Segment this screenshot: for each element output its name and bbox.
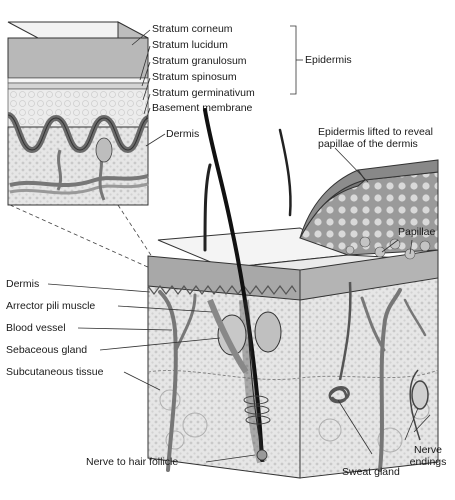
- label-dermis-inset: Dermis: [166, 128, 200, 140]
- label-stratum-lucidum: Stratum lucidum: [152, 39, 228, 51]
- nerve-endings: [409, 369, 429, 441]
- inset-leaders: [131, 25, 303, 147]
- label-stratum-germinativum: Stratum germinativum: [152, 87, 255, 99]
- label-nerve-endings: Nerve endings: [409, 444, 447, 468]
- label-basement-membrane: Basement membrane: [152, 102, 253, 114]
- label-stratum-spinosum: Stratum spinosum: [152, 71, 237, 83]
- label-blood-vessel: Blood vessel: [6, 322, 66, 334]
- label-stratum-corneum: Stratum corneum: [152, 23, 233, 35]
- label-sweat-gland: Sweat gland: [342, 466, 400, 478]
- hairs: [203, 108, 292, 462]
- label-stratum-granulosum: Stratum granulosum: [152, 55, 247, 67]
- inset-block: [6, 21, 163, 273]
- label-papillae: Papillae: [398, 226, 436, 238]
- hair-follicle: [207, 298, 282, 464]
- label-epidermis-lifted: Epidermis lifted to reveal papillae of t…: [318, 126, 433, 150]
- label-nerve-to-hair-follicle: Nerve to hair follicle: [86, 456, 179, 468]
- label-arrector-pili-muscle: Arrector pili muscle: [6, 300, 96, 312]
- main-block: [147, 227, 439, 479]
- label-epidermis: Epidermis: [305, 54, 352, 66]
- label-dermis: Dermis: [6, 278, 40, 290]
- label-subcutaneous-tissue: Subcutaneous tissue: [6, 366, 104, 378]
- lifted-epidermis-flap: [299, 159, 439, 260]
- label-sebaceous-gland: Sebaceous gland: [6, 344, 88, 356]
- main-leaders: [47, 147, 431, 463]
- sweat-gland: [328, 281, 352, 404]
